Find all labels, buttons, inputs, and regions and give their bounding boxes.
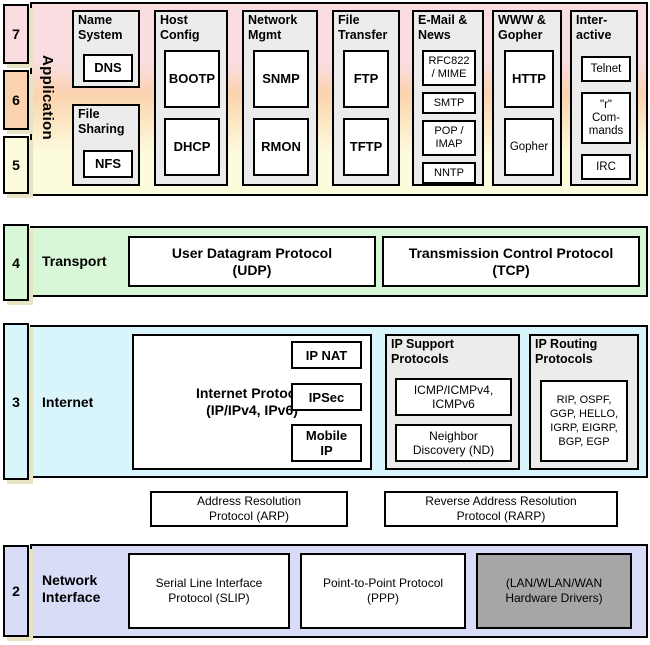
group-name-system: Name System DNS [72, 10, 140, 88]
internet-layer-label: Internet [42, 394, 94, 410]
protocol-dns: DNS [83, 54, 133, 82]
group-ip-routing-protocols: IP Routing Protocols RIP, OSPF, GGP, HEL… [529, 334, 639, 470]
group-ip-support-protocols: IP Support Protocols ICMP/ICMPv4, ICMPv6… [385, 334, 520, 470]
group-ip-routing-protocols-title: IP Routing Protocols [535, 337, 598, 366]
protocol-pop-imap: POP / IMAP [422, 120, 476, 156]
protocol-http: HTTP [504, 50, 554, 108]
group-host-config: Host Config BOOTP DHCP [154, 10, 228, 186]
protocol-rarp: Reverse Address Resolution Protocol (RAR… [384, 491, 618, 527]
group-file-sharing-title: File Sharing [78, 107, 125, 136]
network-interface-layer-label: Network Interface [42, 572, 101, 605]
protocol-ip-nat: IP NAT [291, 341, 362, 369]
group-file-transfer-title: File Transfer [338, 13, 388, 42]
layer-number-3: 3 [3, 323, 29, 480]
group-interactive: Inter- active Telnet "r" Com- mands IRC [570, 10, 638, 186]
layer-number-6-label: 6 [12, 92, 20, 108]
group-www-gopher-title: WWW & Gopher [498, 13, 546, 42]
layer-number-2-label: 2 [12, 583, 20, 599]
protocol-tcp: Transmission Control Protocol (TCP) [382, 236, 640, 287]
protocol-slip: Serial Line Interface Protocol (SLIP) [128, 553, 290, 629]
group-ip-support-protocols-title: IP Support Protocols [391, 337, 454, 366]
protocol-neighbor-discovery: Neighbor Discovery (ND) [395, 424, 512, 462]
layer-number-2: 2 [3, 545, 29, 637]
group-name-system-title: Name System [78, 13, 123, 42]
group-host-config-title: Host Config [160, 13, 200, 42]
protocol-ipsec: IPSec [291, 383, 362, 411]
protocol-gopher: Gopher [504, 118, 554, 176]
group-file-transfer: File Transfer FTP TFTP [332, 10, 400, 186]
transport-layer-label: Transport [42, 253, 107, 269]
group-email-news-title: E-Mail & News [418, 13, 468, 42]
layer-number-6: 6 [3, 70, 29, 130]
group-network-mgmt-title: Network Mgmt [248, 13, 298, 42]
protocol-mobile-ip: Mobile IP [291, 424, 362, 462]
protocol-ftp: FTP [343, 50, 389, 108]
group-file-sharing: File Sharing NFS [72, 104, 140, 186]
layer-number-7-label: 7 [12, 26, 20, 42]
layer-number-4: 4 [3, 224, 29, 301]
protocol-udp: User Datagram Protocol (UDP) [128, 236, 376, 287]
layer-number-7: 7 [3, 4, 29, 64]
layer-number-5-label: 5 [12, 157, 20, 173]
application-layer-label: Application [38, 54, 56, 140]
protocol-routing-list: RIP, OSPF, GGP, HELLO, IGRP, EIGRP, BGP,… [540, 380, 628, 462]
protocol-smtp: SMTP [422, 92, 476, 114]
protocol-r-commands: "r" Com- mands [581, 92, 631, 144]
protocol-dhcp: DHCP [164, 118, 220, 176]
protocol-irc: IRC [581, 154, 631, 180]
protocol-rfc822-mime: RFC822 / MIME [422, 50, 476, 86]
protocol-icmp: ICMP/ICMPv4, ICMPv6 [395, 378, 512, 416]
protocol-bootp: BOOTP [164, 50, 220, 108]
protocol-rmon: RMON [253, 118, 309, 176]
group-interactive-title: Inter- active [576, 13, 612, 42]
protocol-nfs: NFS [83, 150, 133, 178]
protocol-arp: Address Resolution Protocol (ARP) [150, 491, 348, 527]
protocol-ppp: Point-to-Point Protocol (PPP) [300, 553, 466, 629]
protocol-snmp: SNMP [253, 50, 309, 108]
layer-number-3-label: 3 [12, 393, 20, 410]
protocol-tftp: TFTP [343, 118, 389, 176]
group-www-gopher: WWW & Gopher HTTP Gopher [492, 10, 562, 186]
group-network-mgmt: Network Mgmt SNMP RMON [242, 10, 318, 186]
protocol-telnet: Telnet [581, 56, 631, 82]
protocol-hardware-drivers: (LAN/WLAN/WAN Hardware Drivers) [476, 553, 632, 629]
layer-number-4-label: 4 [12, 254, 20, 271]
group-email-news: E-Mail & News RFC822 / MIME SMTP POP / I… [412, 10, 484, 186]
layer-number-5: 5 [3, 136, 29, 194]
protocol-nntp: NNTP [422, 162, 476, 184]
